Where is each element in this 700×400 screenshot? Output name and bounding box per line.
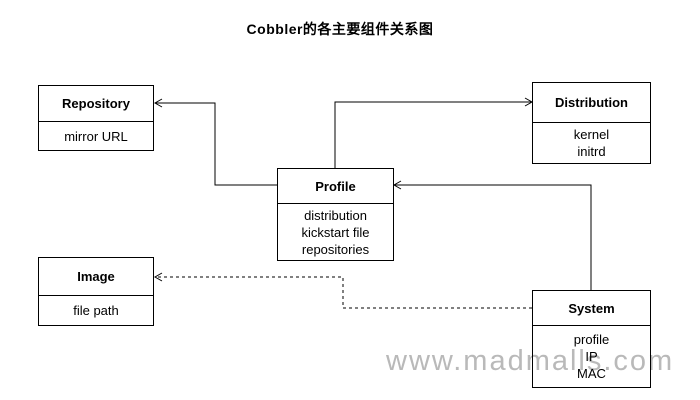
arrowhead-at-repository (153, 98, 163, 108)
node-repository: Repository mirror URL (38, 85, 154, 151)
node-attr: file path (73, 303, 119, 318)
edge-profile-to-repository (153, 98, 277, 186)
node-system: System profile IP MAC (532, 290, 651, 388)
node-distribution: Distribution kernel initrd (532, 82, 651, 164)
node-image-body: file path (39, 296, 153, 325)
node-attr: repositories (301, 241, 370, 257)
edge-system-to-profile (392, 180, 592, 290)
edge-profile-to-distribution (334, 97, 534, 168)
diagram-title: Cobbler的各主要组件关系图 (246, 21, 434, 37)
node-system-body: profile IP MAC (533, 326, 650, 387)
node-attr: kickstart file (301, 224, 370, 240)
node-profile-body: distribution kickstart file repositories (278, 204, 393, 260)
node-attr: kernel (573, 127, 610, 142)
node-system-label: System (533, 291, 650, 326)
node-attr: initrd (577, 144, 606, 159)
node-image: Image file path (38, 257, 154, 326)
node-attr: distribution (304, 207, 367, 223)
node-image-label: Image (39, 258, 153, 296)
arrowhead-at-image (153, 272, 163, 282)
node-profile-label: Profile (278, 169, 393, 204)
edge-system-to-image (153, 272, 532, 309)
node-distribution-label: Distribution (533, 83, 650, 123)
node-attr: MAC (577, 366, 606, 381)
node-repository-body: mirror URL (39, 122, 153, 150)
node-profile: Profile distribution kickstart file repo… (277, 168, 394, 261)
arrowhead-at-profile (392, 180, 402, 190)
node-attr: IP (585, 349, 598, 364)
node-attr: profile (573, 332, 610, 347)
node-repository-label: Repository (39, 86, 153, 122)
node-distribution-body: kernel initrd (533, 123, 650, 163)
node-attr: mirror URL (64, 128, 128, 144)
